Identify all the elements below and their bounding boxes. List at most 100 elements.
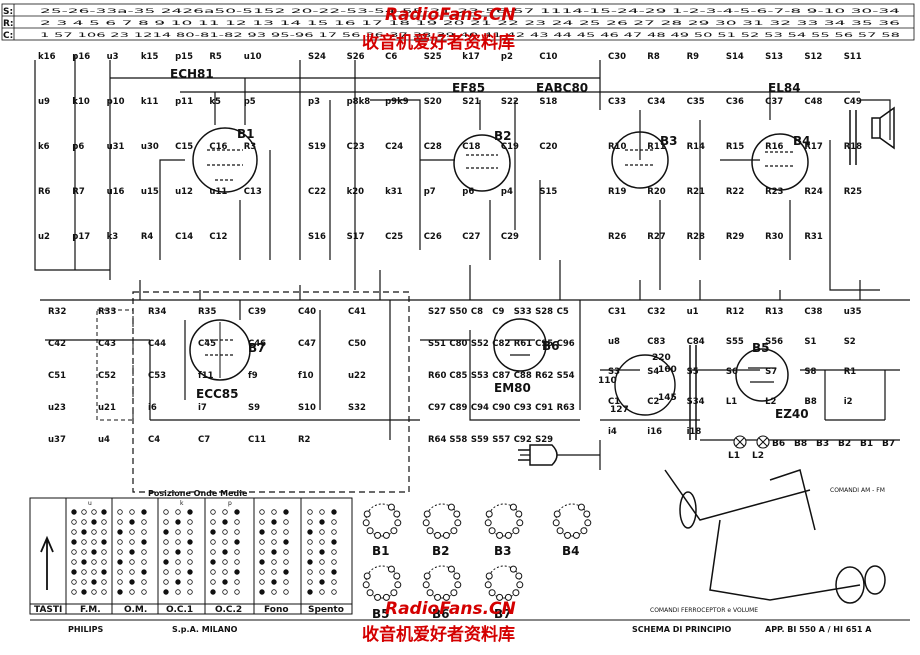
- switch-table-title: Posizione Onde Medie: [148, 489, 248, 498]
- switch-contact: [210, 519, 216, 525]
- tube-type-b2: EF85: [452, 81, 485, 95]
- component-label-s27: S27: [428, 307, 446, 317]
- component-label-s14: S14: [726, 52, 744, 62]
- switch-contact: [81, 509, 87, 515]
- socket-pin: [422, 519, 430, 527]
- socket-pin: [366, 589, 374, 597]
- switch-contact: [163, 589, 169, 595]
- socket-pin: [426, 527, 434, 535]
- switch-contact: [71, 509, 77, 515]
- switch-contact: [101, 509, 107, 515]
- component-label-p4: p4: [501, 187, 513, 197]
- component-label-r22: R22: [726, 187, 744, 197]
- fm-tuner-box: [132, 291, 410, 493]
- switch-contact: [234, 569, 240, 575]
- component-label-c40: C40: [298, 307, 316, 317]
- socket-pin: [390, 589, 398, 597]
- switch-position-om: O.M.: [124, 605, 147, 615]
- socket-pin: [509, 565, 517, 573]
- switch-contact: [163, 509, 169, 515]
- switch-contact: [71, 589, 77, 595]
- power-transformer: [614, 345, 697, 440]
- switch-contact: [222, 559, 228, 565]
- component-label-r7: R7: [72, 187, 85, 197]
- switch-contact: [117, 569, 123, 575]
- component-label-c28: C28: [424, 142, 442, 152]
- switch-contact: [91, 519, 97, 525]
- component-label-c80: C80: [449, 339, 467, 349]
- component-label-c4: C4: [148, 435, 160, 445]
- note-am-fm: COMANDI AM - FM: [830, 487, 885, 494]
- switch-contact: [141, 579, 147, 585]
- switch-contact: [187, 589, 193, 595]
- switch-contact: [91, 509, 97, 515]
- component-label-c91: C91: [535, 403, 553, 413]
- socket-label-b7: B7: [494, 607, 512, 621]
- switch-contact: [222, 569, 228, 575]
- switch-contact: [307, 569, 313, 575]
- pilot-lamp-label-b6: B6: [772, 439, 785, 449]
- component-label-c52: C52: [98, 371, 116, 381]
- component-label-u15: u15: [141, 187, 159, 197]
- mains-tap-127: 127: [610, 405, 629, 415]
- component-label-r9: R9: [687, 52, 700, 62]
- component-label-s1: S1: [804, 337, 816, 347]
- switch-contact: [210, 529, 216, 535]
- component-label-s5: S5: [687, 367, 699, 377]
- switch-contact: [71, 539, 77, 545]
- component-label-p8k8: p8k8: [347, 97, 371, 107]
- component-label-c18: C18: [462, 142, 480, 152]
- switch-contact: [129, 559, 135, 565]
- component-label-c29: C29: [501, 232, 519, 242]
- component-label-i7: i7: [198, 403, 207, 413]
- switch-contact: [187, 509, 193, 515]
- component-label-c12: C12: [209, 232, 227, 242]
- switch-contact: [175, 549, 181, 555]
- socket-pin: [484, 581, 492, 589]
- socket-pin: [496, 593, 504, 601]
- socket-pin: [485, 510, 493, 518]
- socket-label-b2: B2: [432, 544, 450, 558]
- component-label-s58: S58: [449, 435, 467, 445]
- component-label-s22: S22: [501, 97, 519, 107]
- component-label-r13: R13: [765, 307, 783, 317]
- switch-contact: [187, 549, 193, 555]
- component-label-r19: R19: [608, 187, 626, 197]
- component-label-r2: R2: [298, 435, 311, 445]
- component-label-s54: S54: [557, 371, 575, 381]
- switch-contact: [81, 519, 87, 525]
- component-label-c43: C43: [98, 339, 116, 349]
- switch-contact: [259, 559, 265, 565]
- switch-contact: [71, 569, 77, 575]
- switch-contact: [81, 549, 87, 555]
- tube-b4: [751, 133, 809, 191]
- switch-contact: [319, 519, 325, 525]
- component-label-r63: R63: [557, 403, 575, 413]
- component-label-s24: S24: [308, 52, 326, 62]
- component-label-r20: R20: [647, 187, 665, 197]
- switch-contact: [141, 569, 147, 575]
- tube-sockets: [362, 503, 592, 601]
- component-label-f11: f11: [198, 371, 214, 381]
- component-label-c49: C49: [844, 97, 862, 107]
- component-label-s11: S11: [844, 52, 862, 62]
- socket-pin: [512, 589, 520, 597]
- switch-contact: [141, 539, 147, 545]
- switch-contact: [331, 509, 337, 515]
- component-label-c31: C31: [608, 307, 626, 317]
- switch-contact: [271, 539, 277, 545]
- switch-contact: [163, 569, 169, 575]
- socket-pin: [484, 519, 492, 527]
- socket-pin: [374, 531, 382, 539]
- switch-contact: [129, 549, 135, 555]
- component-label-u2: u2: [38, 232, 50, 242]
- switch-contact: [163, 549, 169, 555]
- component-label-s10: S10: [298, 403, 316, 413]
- component-label-c46: C46: [248, 339, 266, 349]
- component-label-p3: p3: [308, 97, 320, 107]
- pilot-lamp-label-b7: B7: [882, 439, 895, 449]
- switch-contact: [259, 529, 265, 535]
- switch-contact: [175, 579, 181, 585]
- switch-contact: [187, 529, 193, 535]
